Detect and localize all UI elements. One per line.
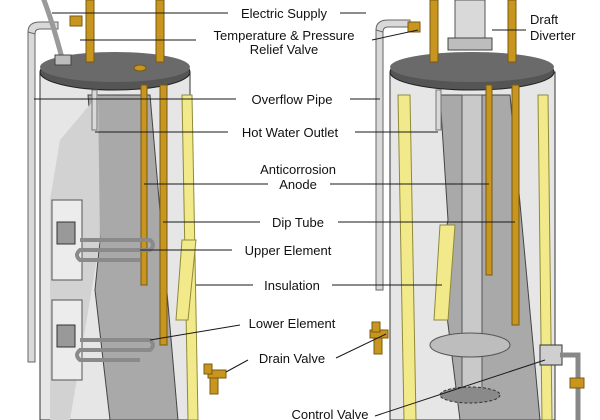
gas-draft-diverter-stack	[454, 0, 486, 43]
label-drain-valve: Drain Valve	[259, 351, 325, 366]
electric-junction-box	[54, 54, 72, 66]
gas-burner	[439, 386, 501, 404]
electric-tp-valve	[69, 15, 83, 27]
electric-dip-tube	[159, 84, 168, 346]
label-upper-element: Upper Element	[245, 243, 332, 258]
electric-overflow-pipe	[27, 31, 36, 363]
label-tp-valve-line1: Temperature & Pressure	[214, 28, 355, 43]
gas-control-valve	[539, 344, 563, 366]
electric-cold-inlet-pipe	[155, 0, 165, 63]
gas-water-heater	[369, 0, 585, 420]
labels: Electric Supply Temperature & Pressure R…	[214, 6, 577, 420]
label-control-valve: Control Valve	[291, 407, 368, 420]
leader-drain-valve-right	[335, 333, 387, 359]
leader-tp-valve-right	[371, 29, 419, 41]
gas-hot-outlet-pipe	[429, 0, 439, 63]
electric-lower-element-coil	[75, 338, 155, 362]
gas-drain-valve	[369, 321, 389, 355]
label-lower-element: Lower Element	[249, 316, 336, 331]
label-overflow-pipe: Overflow Pipe	[252, 92, 333, 107]
leader-drain-valve-left	[225, 359, 249, 373]
gas-insulation-strip-right	[537, 94, 553, 420]
gas-shutoff-valve	[569, 377, 585, 389]
electric-upper-thermostat	[56, 221, 76, 245]
gas-cold-inlet-pipe	[507, 0, 517, 63]
label-electric-supply: Electric Supply	[241, 6, 327, 21]
label-hot-water-outlet: Hot Water Outlet	[242, 125, 339, 140]
label-tp-valve-line2: Relief Valve	[250, 42, 318, 57]
gas-tp-valve	[407, 21, 421, 33]
electric-hot-outlet-pipe	[85, 0, 95, 63]
label-draft-diverter-line1: Draft	[530, 12, 559, 27]
gas-insulation-strip-inner	[433, 224, 456, 321]
electric-tank-top-face	[40, 52, 190, 82]
gas-anode-rod	[485, 84, 493, 276]
gas-overflow-elbow	[375, 19, 411, 33]
gas-dip-tube	[511, 84, 520, 326]
gas-supply-line	[560, 352, 581, 420]
electric-anode-rod	[140, 84, 148, 286]
leader-control-valve	[374, 359, 546, 417]
electric-drain-valve	[203, 363, 227, 395]
gas-burner-chamber	[429, 332, 511, 358]
electric-lower-thermostat	[56, 324, 76, 348]
label-insulation: Insulation	[264, 278, 320, 293]
label-dip-tube: Dip Tube	[272, 215, 324, 230]
gas-insulation-strip-left	[397, 94, 417, 420]
electric-supply-conduit	[41, 0, 65, 59]
electric-hot-water-outlet-stub	[91, 89, 98, 131]
gas-overflow-pipe	[375, 29, 384, 291]
label-anode-line1: Anticorrosion	[260, 162, 336, 177]
label-anode-line2: Anode	[279, 177, 317, 192]
electric-anode-cap	[133, 64, 147, 72]
electric-upper-element-coil	[75, 238, 155, 262]
label-draft-diverter-line2: Diverter	[530, 28, 576, 43]
electric-water-heater	[27, 0, 227, 420]
electric-insulation-strip-inner	[175, 239, 197, 321]
leader-lower-element	[149, 324, 241, 341]
gas-draft-diverter-hood	[447, 37, 493, 51]
gas-hot-water-outlet-stub	[435, 89, 442, 131]
gas-tank-top-face	[390, 52, 554, 82]
leader-lines	[34, 12, 546, 417]
